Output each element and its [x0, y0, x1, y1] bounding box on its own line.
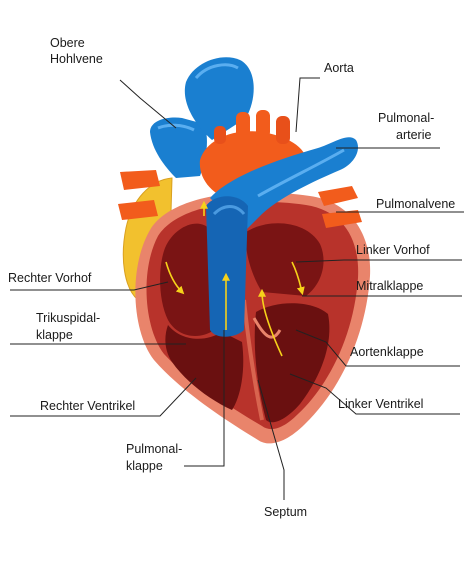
leader-pulmonalklappe [184, 330, 225, 467]
superior-vena-cava [150, 117, 207, 178]
label-trikuspidalklappe-line2: klappe [36, 328, 73, 342]
label-linker-ventrikel: Linker Ventrikel [338, 397, 423, 411]
label-pulmonalklappe-line1: Pulmonal- [126, 442, 182, 456]
label-septum: Septum [264, 505, 307, 519]
right-pulmonary-veins [118, 170, 160, 220]
label-pulmonalvene: Pulmonalvene [376, 197, 455, 211]
pulmonary-trunk [206, 196, 248, 337]
label-obere-hohlvene-line1: Obere [50, 36, 85, 50]
leader-linker-vorhof [295, 259, 462, 263]
label-obere-hohlvene-line2: Hohlvene [50, 52, 103, 66]
leader-linker-ventrikel [289, 373, 460, 415]
left-pulmonary-veins [318, 186, 362, 228]
leader-aortenklappe [295, 329, 460, 367]
label-rechter-vorhof: Rechter Vorhof [8, 271, 92, 285]
septum-wall [242, 299, 264, 421]
heart-illustration [118, 57, 371, 444]
leader-rechter-vorhof [10, 281, 169, 291]
left-atrium-chamber [245, 223, 324, 296]
label-mitralklappe: Mitralklappe [356, 279, 423, 293]
labels: Obere Hohlvene Aorta Pulmonal- arterie P… [8, 36, 455, 519]
leader-aorta [295, 77, 320, 133]
leader-lines [10, 77, 464, 500]
aorta-branch-2 [256, 110, 270, 138]
label-aorta: Aorta [324, 61, 354, 75]
right-atrium-chamber [160, 223, 214, 336]
label-pulmonalklappe-line2: klappe [126, 459, 163, 473]
left-ventricle-chamber [254, 303, 330, 423]
leader-septum [257, 379, 285, 500]
label-rechter-ventrikel: Rechter Ventrikel [40, 399, 135, 413]
label-trikuspidalklappe-line1: Trikuspidal- [36, 311, 100, 325]
aorta-branch-3 [276, 116, 290, 144]
aorta-branch-1 [236, 112, 250, 140]
blood-flow-arrows [165, 200, 305, 357]
label-linker-vorhof: Linker Vorhof [356, 243, 430, 257]
label-pulmonalarterie-line2: arterie [396, 128, 431, 142]
label-pulmonalarterie-line1: Pulmonal- [378, 111, 434, 125]
leader-obere-hohlvene [119, 79, 177, 129]
label-aortenklappe: Aortenklappe [350, 345, 424, 359]
leader-rechter-ventrikel [10, 377, 197, 417]
